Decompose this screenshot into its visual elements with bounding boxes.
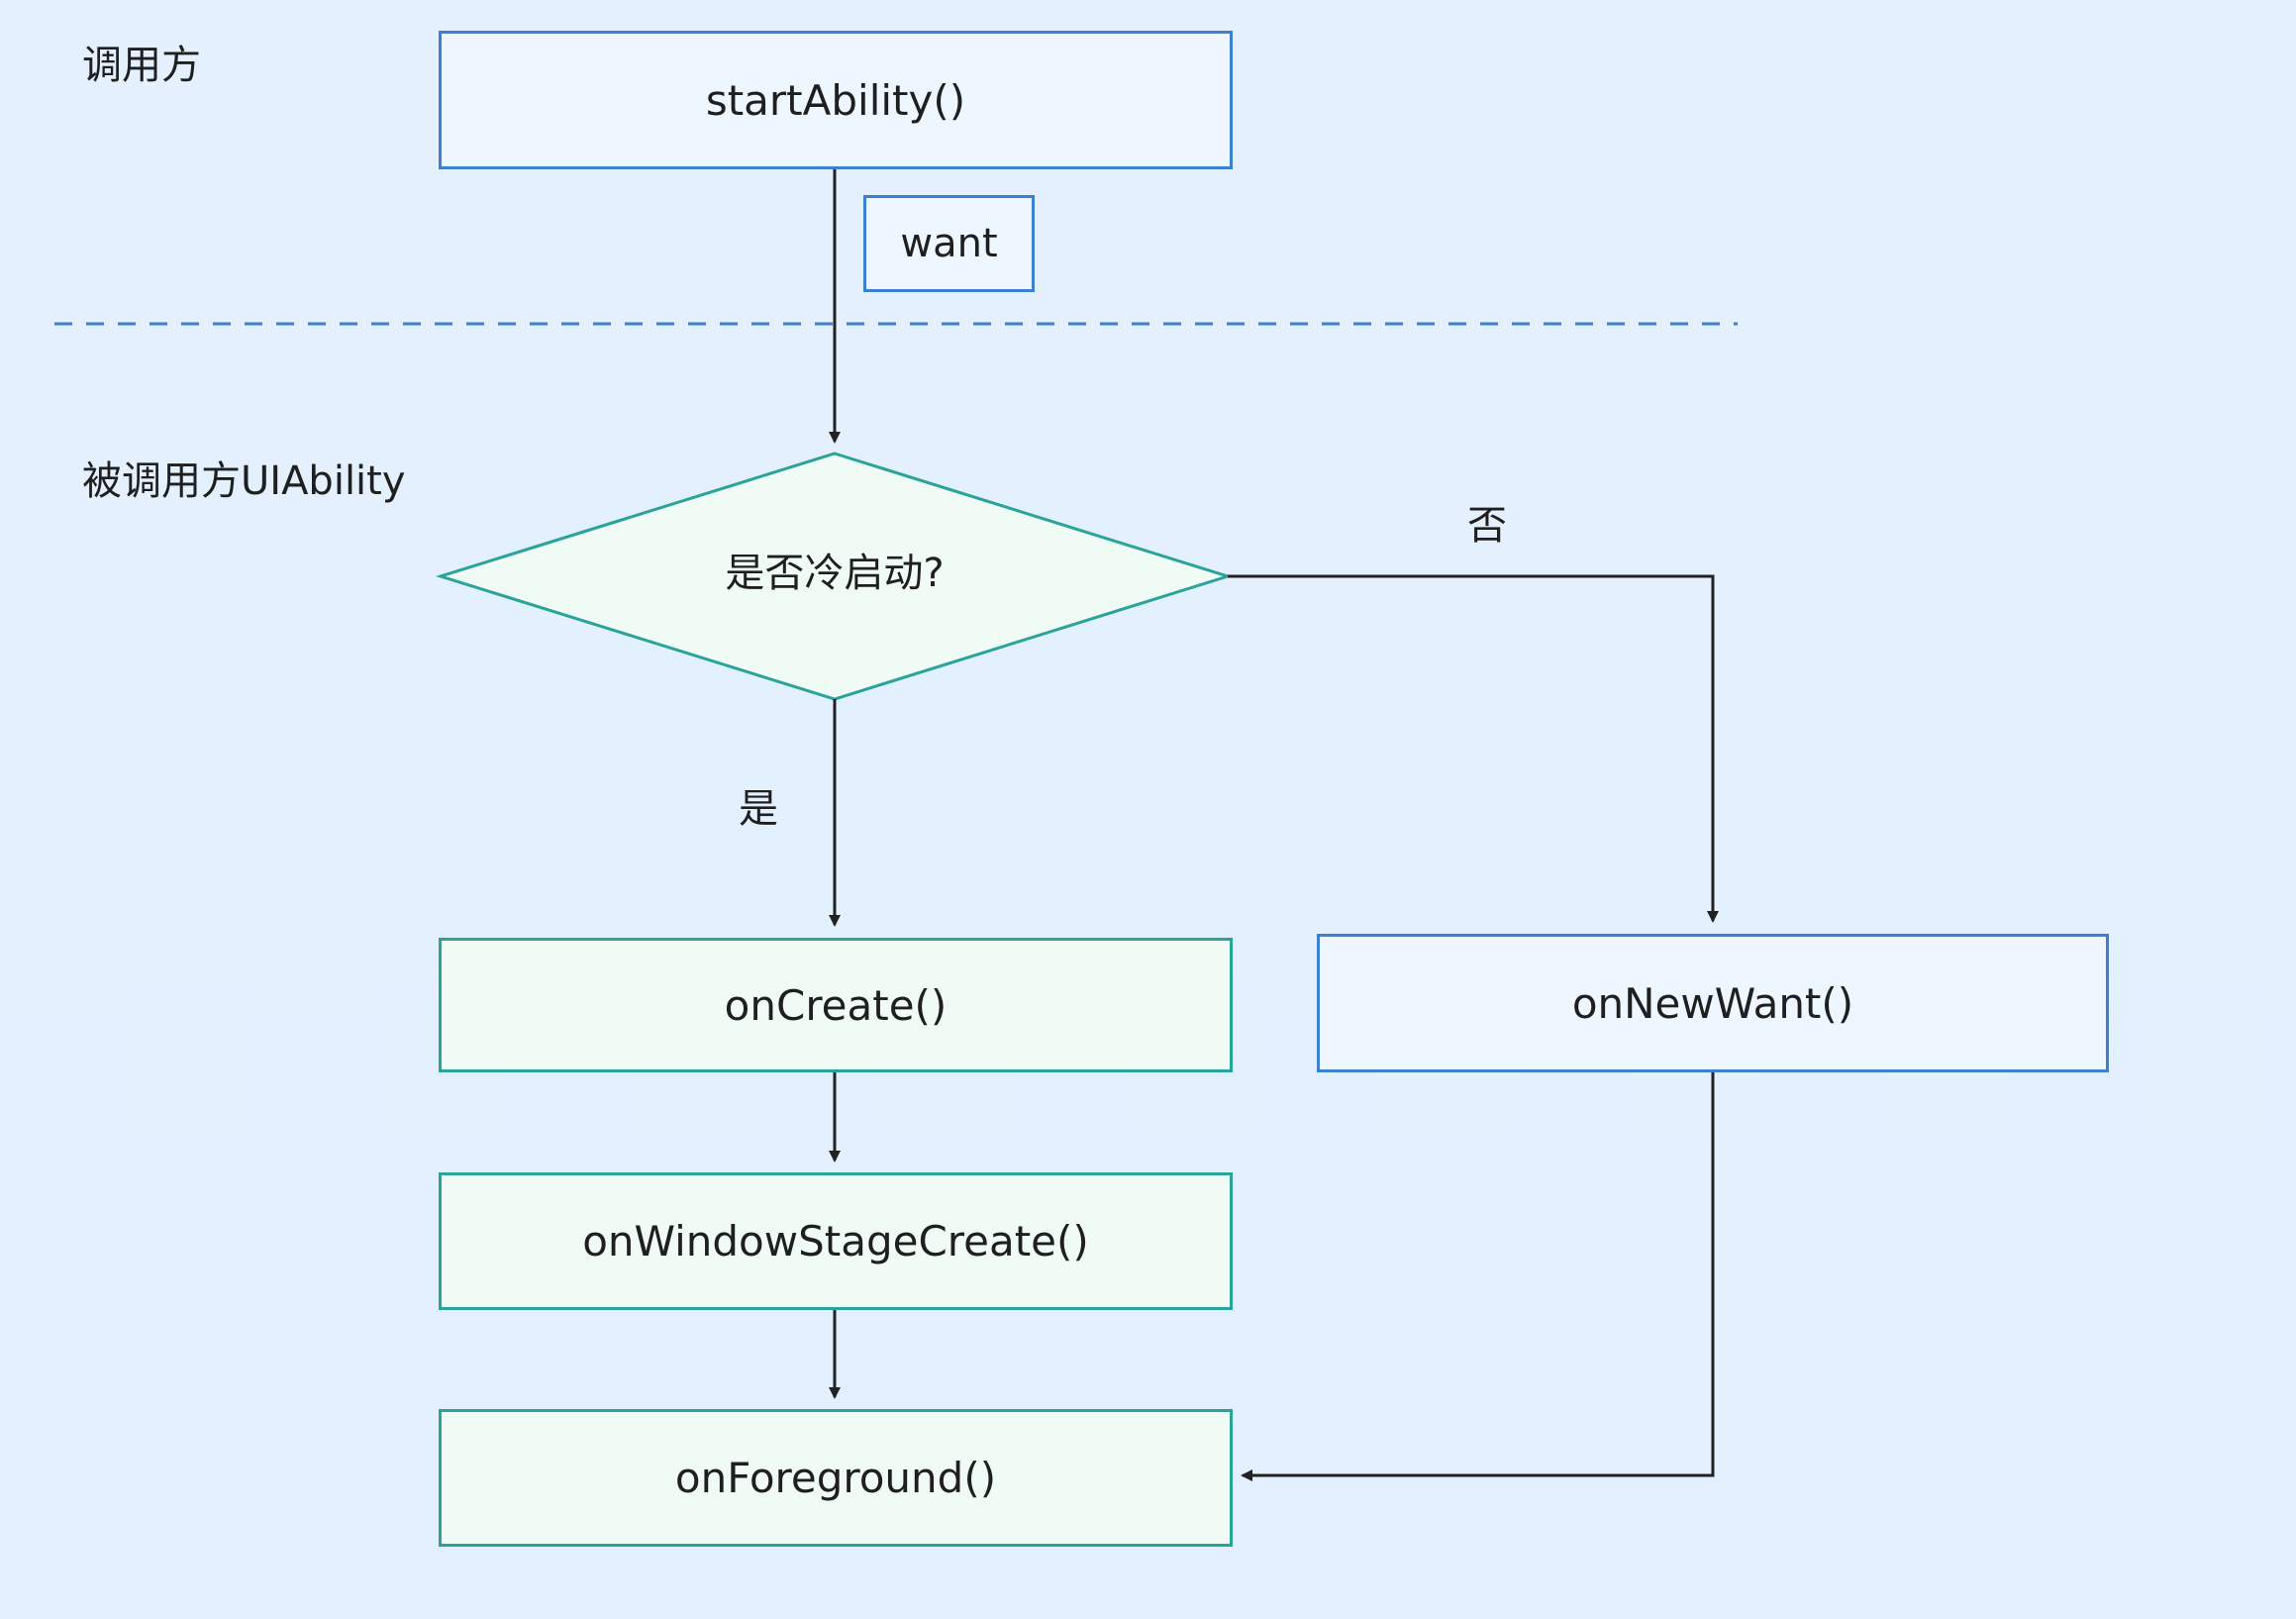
edge-label-no: 否 [1467, 503, 1507, 549]
decision-label: 是否冷启动? [725, 551, 945, 596]
arrow-no [1228, 574, 1719, 923]
start-ability-node: startAbility() [439, 31, 1233, 169]
edge-label-yes: 是 [739, 786, 778, 832]
want-tag: want [863, 195, 1035, 292]
lane-label-caller: 调用方 [82, 43, 201, 88]
on-window-stage-create-node: onWindowStageCreate() [439, 1172, 1233, 1310]
on-create-node: onCreate() [439, 938, 1233, 1072]
arrow-newwant-to-foreground [1241, 1072, 1715, 1481]
on-foreground-node: onForeground() [439, 1409, 1233, 1547]
lane-label-callee: 被调用方UIAbility [82, 458, 406, 504]
on-new-want-node: onNewWant() [1317, 934, 2109, 1072]
